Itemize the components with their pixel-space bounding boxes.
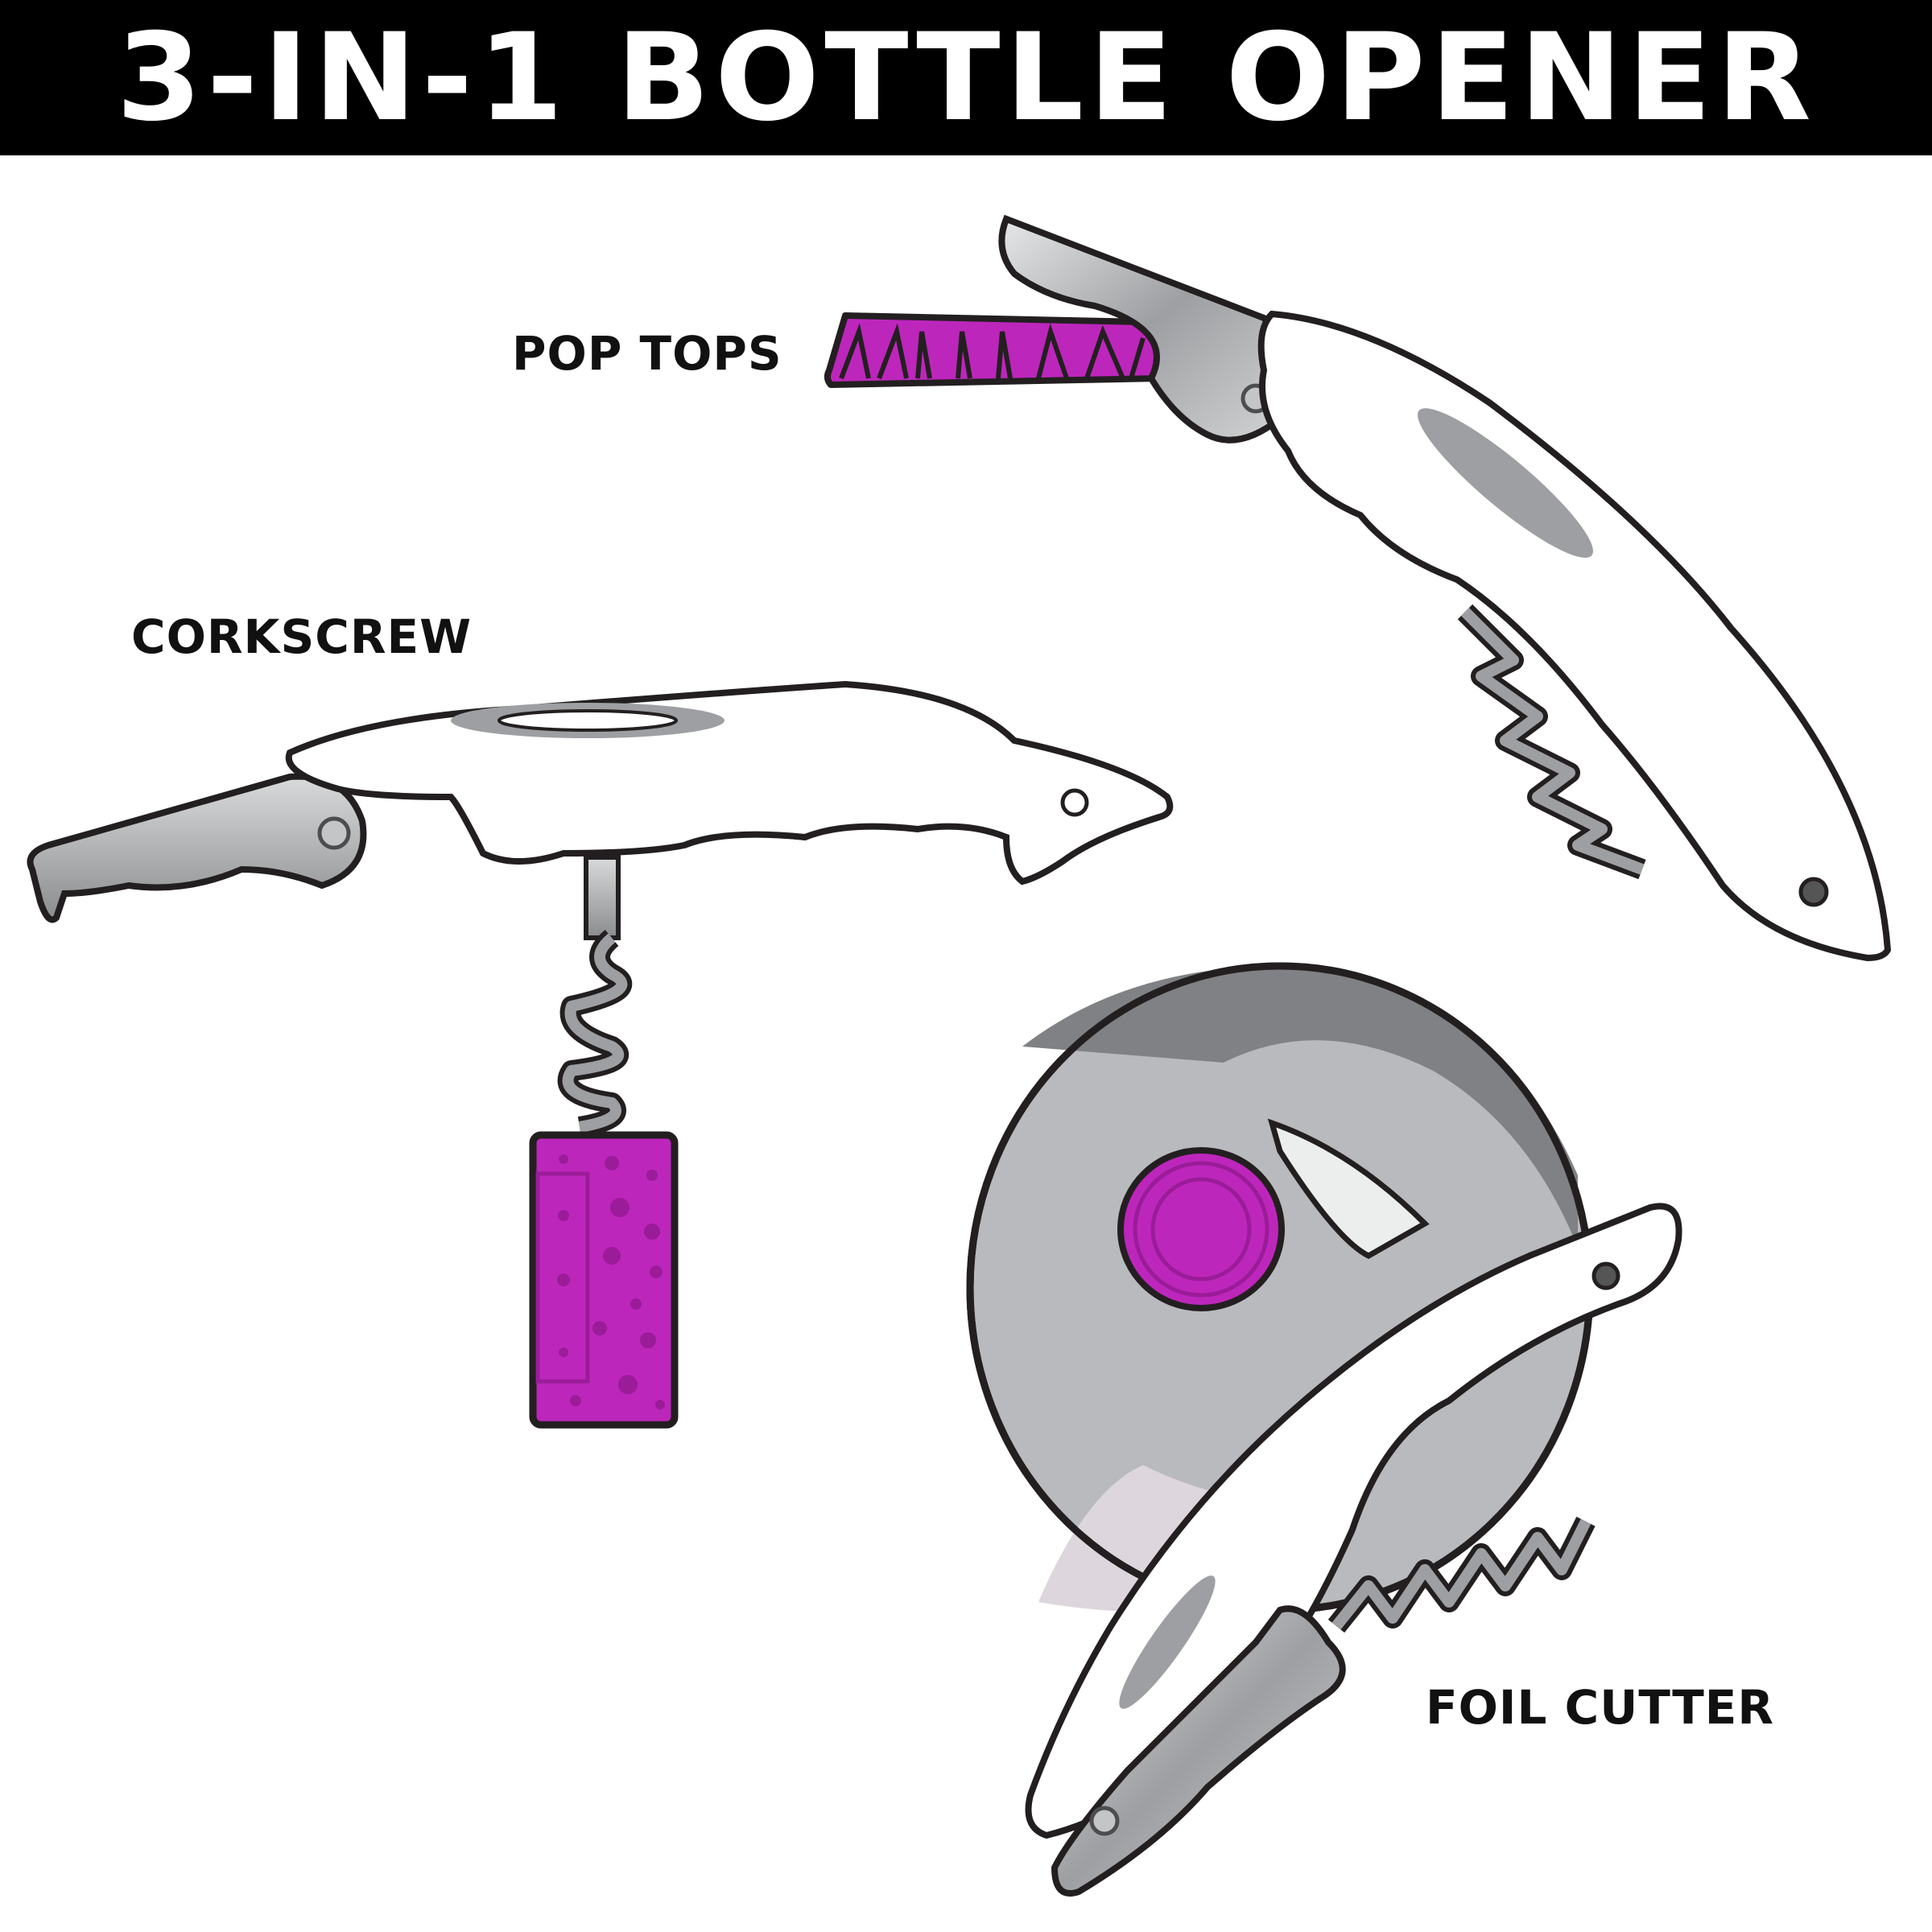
bottle-cap-icon [824, 312, 1166, 388]
cork-icon [529, 1131, 679, 1429]
pop-tops-opener [824, 214, 1892, 962]
corkscrew-opener [27, 680, 1174, 1429]
title-banner: 3-IN-1 BOTTLE OPENER [0, 0, 1932, 155]
label-pop-tops: POP TOPS [512, 326, 782, 381]
label-corkscrew: CORKSCREW [131, 609, 473, 664]
foil-cutter-opener [966, 962, 1682, 1897]
page-title: 3-IN-1 BOTTLE OPENER [116, 7, 1816, 148]
label-foil-cutter: FOIL CUTTER [1426, 1680, 1775, 1735]
